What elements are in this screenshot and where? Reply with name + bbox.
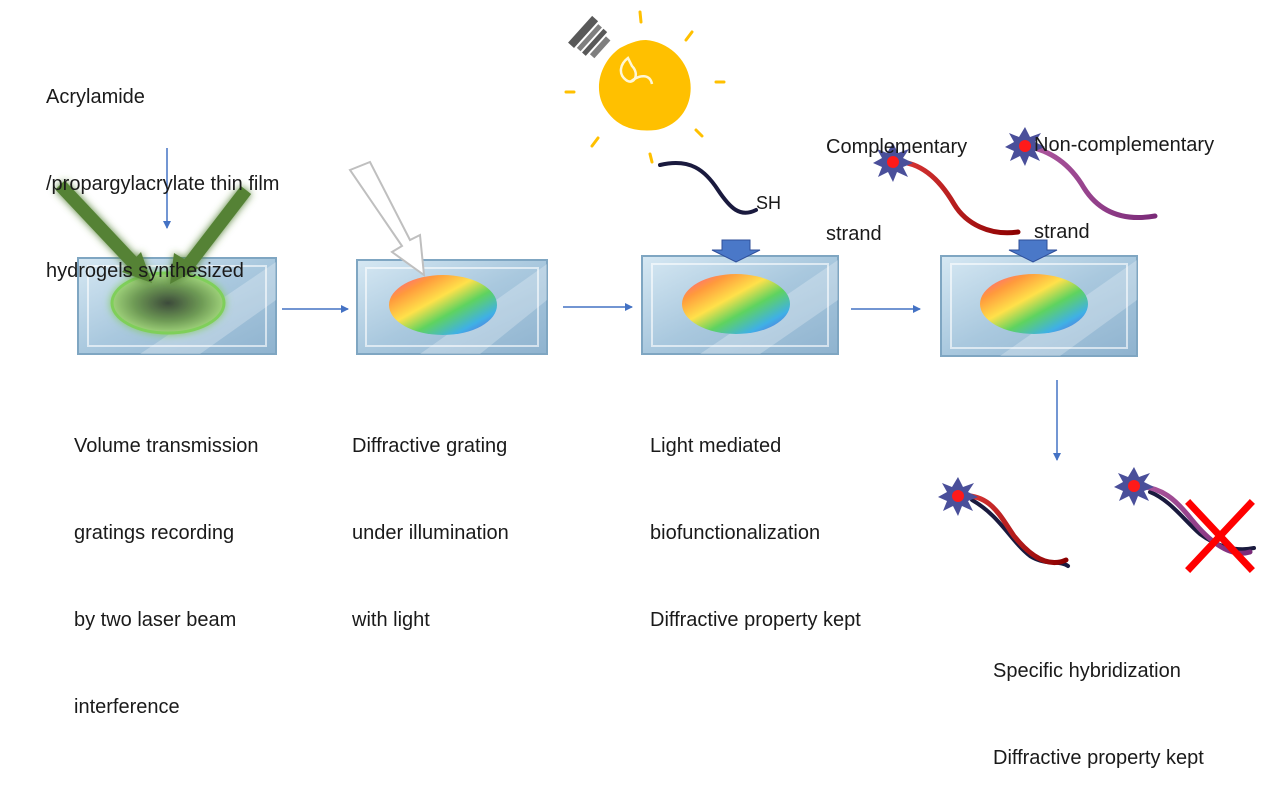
diffraction-grating xyxy=(389,275,497,335)
result-label: Specific hybridization Diffractive prope… xyxy=(993,660,1204,769)
diffraction-grating xyxy=(682,274,790,334)
fluorophore-icon xyxy=(887,156,899,168)
white-light-arrow-icon xyxy=(348,160,426,278)
step2-label: Diffractive grating under illumination w… xyxy=(352,435,509,631)
step1-label: Volume transmission gratings recording b… xyxy=(74,435,259,718)
non-complementary-strand xyxy=(1022,143,1158,221)
diffraction-grating xyxy=(980,274,1088,334)
thiol-attachment-icon xyxy=(1008,239,1058,263)
fluorophore-icon xyxy=(1019,140,1031,152)
hybridized-duplex xyxy=(938,477,1070,568)
laser-beam-icon xyxy=(55,180,252,284)
hydrogel-note-label: Acrylamide /propargylacrylate thin film … xyxy=(46,86,280,282)
recording-spot xyxy=(110,271,226,335)
thiol-attachment-icon xyxy=(711,239,761,263)
process-diagram xyxy=(55,10,1256,573)
sh-label: SH xyxy=(756,193,782,213)
cross-icon xyxy=(1185,499,1255,573)
non-hybridized-pair xyxy=(1114,467,1256,556)
step3-label: Light mediated biofunctionalization Diff… xyxy=(650,435,861,631)
lightbulb-icon xyxy=(564,10,726,164)
complementary-strand xyxy=(890,159,1021,236)
non-complementary-strand-label: Non-complementary strand xyxy=(1034,134,1215,243)
complementary-strand-label: Complementary strand xyxy=(826,136,968,245)
probe-strand xyxy=(658,161,758,215)
